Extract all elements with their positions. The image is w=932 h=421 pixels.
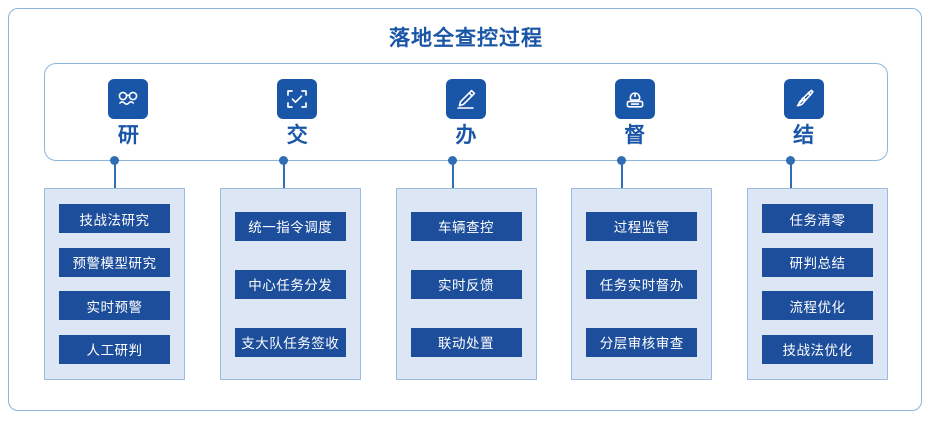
stage-ban[interactable]: 办: [382, 63, 551, 161]
list-item[interactable]: 任务清零: [762, 204, 873, 234]
page-title: 落地全查控过程: [389, 27, 543, 50]
column-jiao: 统一指令调度 中心任务分发 支大队任务签收: [219, 188, 361, 380]
stage-label: 办: [455, 123, 477, 147]
stage-label: 结: [793, 123, 815, 147]
glasses-icon: [108, 78, 149, 119]
connector-dot: [110, 156, 119, 165]
stage-label: 交: [286, 123, 308, 147]
connector-dot: [617, 156, 626, 165]
column-jie: 任务清零 研判总结 流程优化 技战法优化: [747, 188, 888, 380]
list-item[interactable]: 分层审核审查: [586, 327, 698, 357]
list-item[interactable]: 实时反馈: [410, 269, 522, 299]
column-ban: 车辆查控 实时反馈 联动处置: [395, 188, 537, 380]
connector-line: [451, 161, 454, 188]
connector-line: [620, 161, 623, 188]
list-item[interactable]: 研判总结: [762, 247, 873, 277]
list-item[interactable]: 中心任务分发: [234, 269, 346, 299]
list-item[interactable]: 技战法优化: [762, 334, 873, 364]
stage-jiao[interactable]: 交: [213, 63, 382, 161]
connector-dot: [279, 156, 288, 165]
stage-du[interactable]: 督: [550, 63, 719, 161]
list-item[interactable]: 流程优化: [762, 291, 873, 321]
list-item[interactable]: 统一指令调度: [234, 211, 346, 241]
stage-label: 研: [117, 123, 139, 147]
list-item[interactable]: 技战法研究: [59, 204, 170, 234]
list-item[interactable]: 车辆查控: [410, 211, 522, 241]
list-item[interactable]: 人工研判: [59, 334, 170, 364]
list-item[interactable]: 实时预警: [59, 291, 170, 321]
list-item[interactable]: 过程监管: [586, 211, 698, 241]
stage-yan[interactable]: 研: [44, 63, 213, 161]
scan-check-icon: [277, 78, 318, 119]
connector-dot: [786, 156, 795, 165]
stage-row: 研 交 办: [44, 63, 888, 161]
stage-label: 督: [624, 123, 646, 147]
list-item[interactable]: 预警模型研究: [59, 247, 170, 277]
column-yan: 技战法研究 预警模型研究 实时预警 人工研判: [44, 188, 185, 380]
pencil-edit-icon: [445, 78, 486, 119]
columns-row: 技战法研究 预警模型研究 实时预警 人工研判 统一指令调度 中心任务分发 支大队…: [44, 188, 888, 380]
fountain-pen-icon: [783, 78, 824, 119]
connector-dot: [448, 156, 457, 165]
stage-panel: [44, 63, 888, 161]
column-du: 过程监管 任务实时督办 分层审核审查: [571, 188, 713, 380]
stamp-icon: [614, 78, 655, 119]
stage-jie[interactable]: 结: [719, 63, 888, 161]
connector-line: [789, 161, 792, 188]
connector-line: [282, 161, 285, 188]
list-item[interactable]: 支大队任务签收: [234, 327, 346, 357]
outer-frame: [8, 8, 922, 411]
connector-line: [113, 161, 116, 188]
list-item[interactable]: 联动处置: [410, 327, 522, 357]
list-item[interactable]: 任务实时督办: [586, 269, 698, 299]
